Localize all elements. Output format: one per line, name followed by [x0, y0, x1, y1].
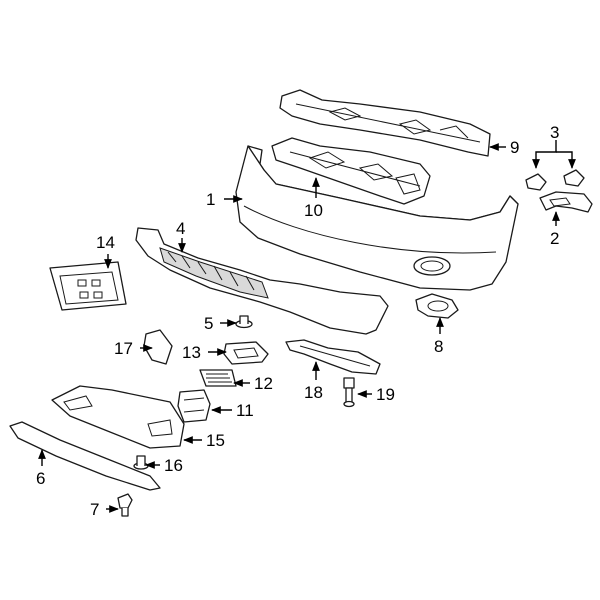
fog-lamp-bezel — [415, 293, 459, 319]
reinforcement-bar — [279, 89, 491, 157]
push-pin-bottom — [117, 493, 133, 517]
bumper-cover — [235, 145, 519, 291]
callout-15: 15 — [206, 431, 225, 450]
license-bracket — [49, 261, 127, 311]
callout-8: 8 — [434, 337, 443, 356]
callout-13: 13 — [182, 343, 201, 362]
skid-plate — [51, 385, 185, 449]
push-pin — [235, 315, 253, 329]
callout-16: 16 — [164, 456, 183, 475]
callout-7: 7 — [90, 500, 99, 519]
callout-17: 17 — [114, 339, 133, 358]
trim-caps — [525, 169, 585, 191]
callout-labels: 1 2 3 4 5 6 7 8 9 10 11 12 13 14 15 16 1… — [36, 123, 559, 519]
callout-6: 6 — [36, 469, 45, 488]
leader-lines — [38, 140, 576, 513]
callout-9: 9 — [510, 138, 519, 157]
push-pin-lower — [133, 455, 149, 470]
callout-14: 14 — [96, 233, 115, 252]
tow-eye-cover — [143, 329, 173, 365]
grille-insert — [199, 369, 237, 387]
energy-absorber — [271, 137, 431, 205]
side-bracket — [285, 339, 381, 375]
upper-bracket — [223, 341, 269, 365]
callout-3: 3 — [550, 123, 559, 142]
bolt — [343, 377, 355, 408]
callout-5: 5 — [204, 314, 213, 333]
callout-4: 4 — [176, 219, 185, 238]
callout-18: 18 — [304, 383, 323, 402]
callout-10: 10 — [304, 201, 323, 220]
tow-bracket — [539, 191, 593, 213]
lower-grille — [135, 227, 389, 335]
clip-bracket — [177, 389, 211, 423]
callout-2: 2 — [550, 229, 559, 248]
callout-1: 1 — [206, 190, 215, 209]
callout-12: 12 — [254, 374, 273, 393]
callout-11: 11 — [236, 401, 254, 420]
callout-19: 19 — [376, 385, 395, 404]
